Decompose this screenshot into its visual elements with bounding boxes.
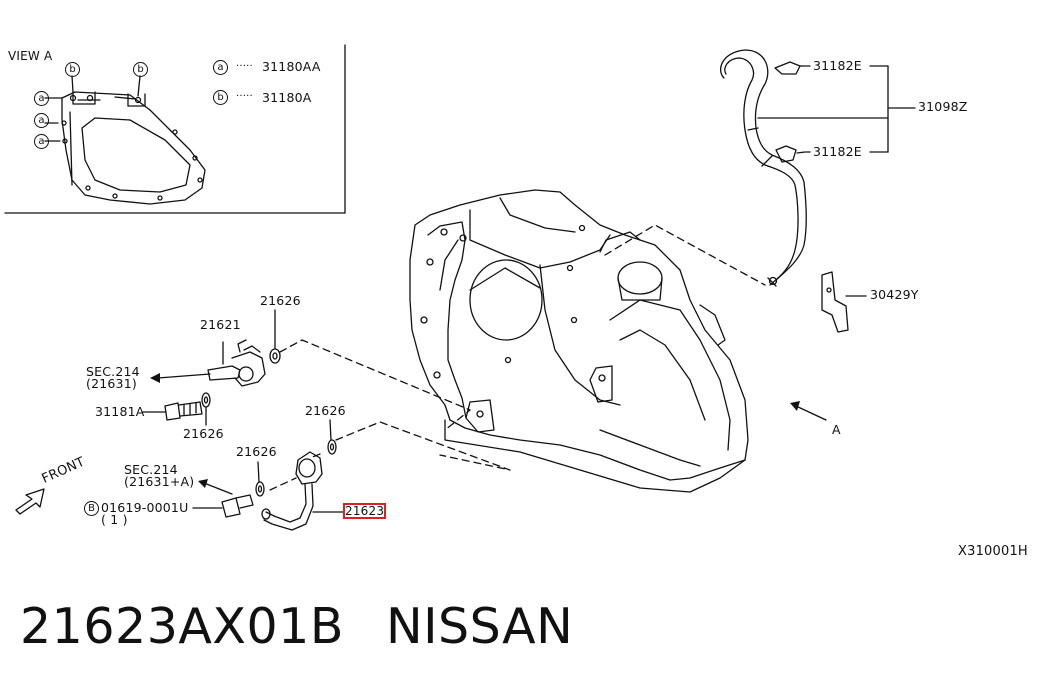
legend-a-dots: ····· [236, 61, 253, 72]
callout-21626-b: 21626 [183, 426, 224, 441]
brand-name: NISSAN [385, 598, 574, 655]
washer-21626-c [327, 419, 337, 455]
sec-214-a-line2: (21631) [86, 376, 137, 391]
part-number: 21623AX01B [20, 598, 344, 655]
callout-31098z: 31098Z [918, 99, 968, 114]
view-a-arrow-label: A [832, 422, 841, 437]
fitting-21623-drawing [261, 451, 345, 531]
marker-b-2: b [133, 62, 148, 77]
bolt-31181a [142, 401, 203, 421]
marker-b-1: b [65, 62, 80, 77]
arrow-sec-a [157, 373, 211, 379]
washer-21626-d [255, 461, 265, 497]
arrowhead-view-a [790, 401, 800, 411]
callout-21623-highlighted[interactable]: 21623 [342, 503, 387, 519]
figure-code: X310001H [958, 544, 1028, 559]
legend-a-marker: a [213, 60, 228, 75]
sec-214-b-line1: SEC.214 [124, 462, 178, 477]
callout-31182e-top: 31182E [813, 58, 862, 73]
legend-b-dots: ····· [236, 91, 253, 102]
legend-a-part: 31180AA [262, 59, 321, 74]
breather-hose-drawing [720, 49, 807, 287]
arrow-front [15, 488, 45, 515]
view-a-title: VIEW A [8, 49, 53, 63]
callout-31182e-bottom: 31182E [813, 144, 862, 159]
legend-b-marker: b [213, 90, 228, 105]
dashed-leaders [269, 224, 766, 491]
view-a-inset-frame [4, 44, 346, 214]
marker-a-1: a [34, 91, 49, 106]
arrow-sec-b [203, 482, 233, 495]
marker-a-3: a [34, 134, 49, 149]
callout-21621: 21621 [200, 317, 241, 332]
bracket-drawing [821, 271, 867, 333]
part-caption: 21623AX01B NISSAN [20, 598, 573, 655]
hose-callout-lines [757, 65, 916, 153]
callout-30429y: 30429Y [870, 287, 919, 302]
bolt-01619 [192, 494, 254, 518]
view-a-housing-drawing [44, 75, 206, 205]
callout-01619-0001u: 01619-0001U [101, 500, 189, 515]
arrowhead-sec-b [198, 479, 208, 488]
arrowhead-sec-a [150, 373, 160, 383]
fitting-21621-drawing [207, 339, 266, 387]
marker-a-2: a [34, 113, 49, 128]
callout-21626-d: 21626 [236, 444, 277, 459]
arrow-view-a [795, 405, 827, 421]
sec-214-a-line1: SEC.214 [86, 364, 140, 379]
washer-21626-a [269, 309, 281, 364]
callout-21626-a: 21626 [260, 293, 301, 308]
legend-b-part: 31180A [262, 90, 312, 105]
callout-quantity: ( 1 ) [101, 512, 128, 527]
bolt-marker: B [84, 501, 99, 516]
callout-31181a: 31181A [95, 404, 145, 419]
callout-21626-c: 21626 [305, 403, 346, 418]
sec-214-b-line2: (21631+A) [124, 474, 195, 489]
washer-21626-b [201, 392, 211, 426]
transmission-drawing [409, 189, 749, 493]
